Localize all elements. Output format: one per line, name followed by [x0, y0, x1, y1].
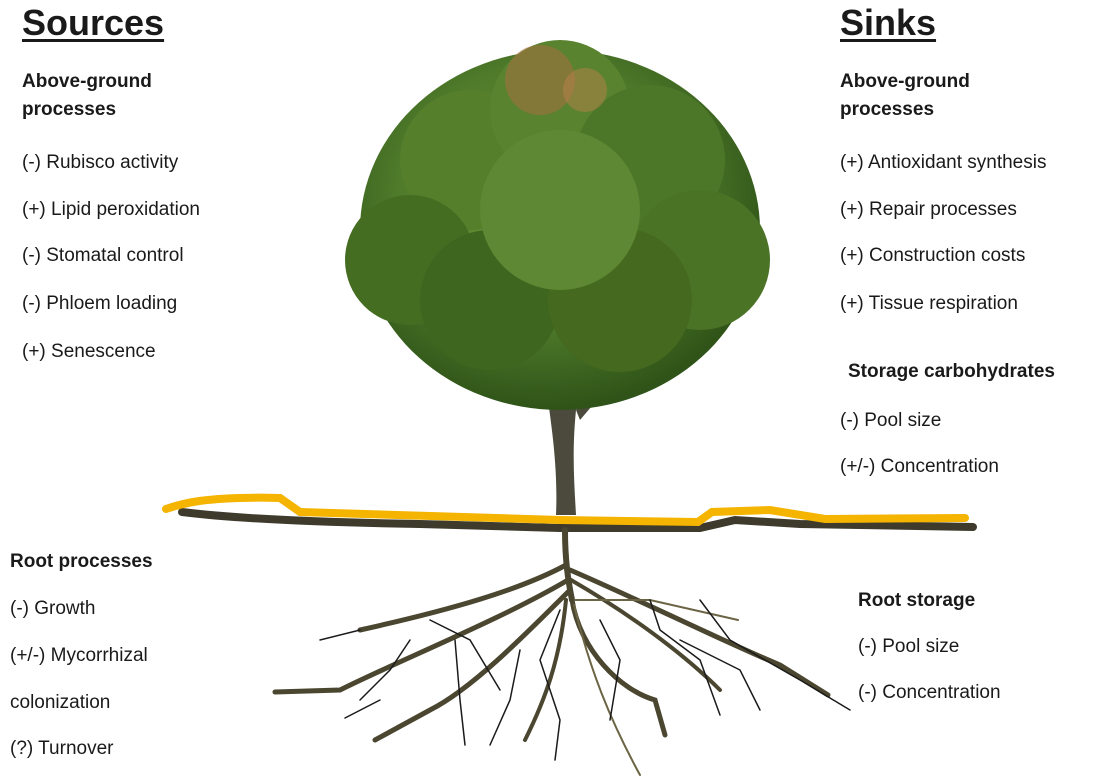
root-processes-title: Root processes [10, 548, 153, 576]
root-storage-item: (-) Pool size [858, 635, 959, 659]
root-storage-item: (-) Concentration [858, 681, 1001, 705]
sinks-item: (+) Construction costs [840, 244, 1025, 268]
tree-canopy [345, 40, 770, 410]
sources-above-ground-title: Above-ground processes [22, 68, 152, 124]
sources-heading: Sources [22, 2, 164, 44]
sources-above-ground-title-line2: processes [22, 96, 152, 124]
sinks-item: (+) Tissue respiration [840, 292, 1018, 316]
storage-carbohydrates-title: Storage carbohydrates [848, 358, 1055, 386]
root-process-item: colonization [10, 691, 110, 715]
sinks-above-ground-title: Above-ground processes [840, 68, 970, 124]
sinks-above-ground-title-line2: processes [840, 96, 970, 124]
sources-above-ground-title-line1: Above-ground [22, 68, 152, 96]
sinks-item: (+) Antioxidant synthesis [840, 151, 1046, 175]
sources-item: (-) Rubisco activity [22, 151, 178, 175]
storage-item: (-) Pool size [840, 409, 941, 433]
storage-item: (+/-) Concentration [840, 455, 999, 479]
root-system [275, 530, 850, 775]
sinks-item: (+) Repair processes [840, 198, 1017, 222]
sinks-above-ground-title-line1: Above-ground [840, 68, 970, 96]
root-process-item: (-) Growth [10, 597, 96, 621]
sources-item: (-) Phloem loading [22, 292, 177, 316]
root-process-item: (+/-) Mycorrhizal [10, 644, 148, 668]
root-process-item: (?) Turnover [10, 737, 113, 761]
root-storage-title: Root storage [858, 587, 975, 615]
sources-item: (+) Senescence [22, 340, 156, 364]
sinks-heading: Sinks [840, 2, 936, 44]
sources-item: (-) Stomatal control [22, 244, 184, 268]
sources-item: (+) Lipid peroxidation [22, 198, 200, 222]
